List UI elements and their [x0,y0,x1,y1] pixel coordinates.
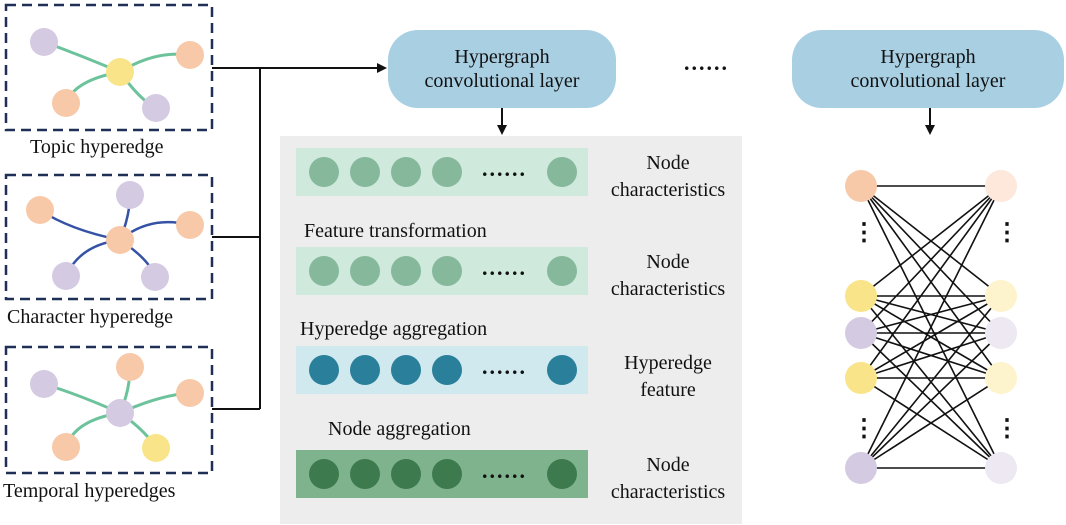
feature-node [432,256,462,286]
network-edge [860,185,1002,469]
row-label-line1: Hyperedge [624,352,712,374]
feature-node [391,459,421,489]
feature-node [350,256,380,286]
fully-connected-network [845,170,1017,484]
feature-node [309,157,339,187]
topic-hyperedge-label: Topic hyperedge [30,136,164,158]
feature-node [547,157,577,187]
row-label-line1: Node [646,152,690,174]
pipeline-row: ...... [296,450,588,498]
network-right-ellipsis-bottom: ⋮ [995,416,1019,442]
network-output-node [985,452,1017,484]
feature-node [391,256,421,286]
row-label-line1: Node [646,251,690,273]
network-input-node [845,280,877,312]
feature-node [309,355,339,385]
network-output-node [985,170,1017,202]
network-input-node [845,452,877,484]
network-input-node [845,317,877,349]
network-edge [860,295,1002,379]
network-right-ellipsis-top: ⋮ [995,220,1019,246]
feature-node [547,459,577,489]
pipeline-row: ...... [296,247,588,295]
feature-node [309,459,339,489]
row-label: Node characteristics [594,452,742,506]
character-hyperedge-graph [26,181,204,291]
row-label: Node characteristics [594,150,742,204]
row-label-line2: characteristics [610,278,726,300]
row-label: Node characteristics [594,249,742,303]
network-edge [860,185,1002,334]
topic-hyperedge-box [4,3,214,132]
row-ellipsis: ...... [482,354,527,379]
network-edge [860,295,1002,334]
step-label-node-aggregation: Node aggregation [328,418,471,440]
row-label-line1: Node [646,454,690,476]
network-input-node [845,170,877,202]
network-edge [860,332,1002,379]
temporal-hyperedge-graph [30,353,204,462]
feature-node [391,157,421,187]
layer1-line1: Hypergraph [454,46,550,68]
network-output-node [985,280,1017,312]
hypergraph-conv-layer-2: Hypergraph convolutional layer [792,30,1064,108]
feature-node [432,157,462,187]
row-label-line2: feature [640,379,696,401]
feature-node [547,355,577,385]
feature-node [391,355,421,385]
layer1-line2: convolutional layer [424,70,580,92]
row-label-line2: characteristics [610,179,726,201]
feature-node [432,459,462,489]
row-label: Hyperedge feature [594,350,742,404]
network-edge [860,185,1002,297]
layer2-line1: Hypergraph [880,46,976,68]
layers-ellipsis: ...... [684,50,729,75]
network-edge [860,295,1002,469]
feature-node [350,459,380,489]
step-label-hyperedge-aggregation: Hyperedge aggregation [300,318,488,340]
temporal-hyperedge-box [4,345,214,475]
network-output-node [985,362,1017,394]
network-edge [860,377,1002,469]
character-hyperedge-box [4,173,214,301]
pipeline-row: ...... [296,148,588,196]
row-ellipsis: ...... [482,156,527,181]
network-edge [860,332,1002,469]
topic-hyperedge-graph [30,28,204,122]
feature-node [350,355,380,385]
row-ellipsis: ...... [482,255,527,280]
network-left-ellipsis-bottom: ⋮ [852,416,876,442]
step-label-feature-transformation: Feature transformation [304,220,487,242]
network-input-node [845,362,877,394]
network-output-node [985,317,1017,349]
feature-node [350,157,380,187]
row-label-line2: characteristics [610,481,726,503]
layer2-line2: convolutional layer [850,70,1006,92]
pipeline-row: ...... [296,346,588,394]
row-ellipsis: ...... [482,458,527,483]
temporal-hyperedge-label: Temporal hyperedges [3,480,176,502]
hypergraph-conv-layer-1: Hypergraph convolutional layer [388,30,616,108]
box-connectors [212,63,387,410]
feature-node [432,355,462,385]
network-left-ellipsis-top: ⋮ [852,220,876,246]
network-edge [860,185,1002,379]
character-hyperedge-label: Character hyperedge [7,306,174,328]
feature-node [547,256,577,286]
feature-node [309,256,339,286]
